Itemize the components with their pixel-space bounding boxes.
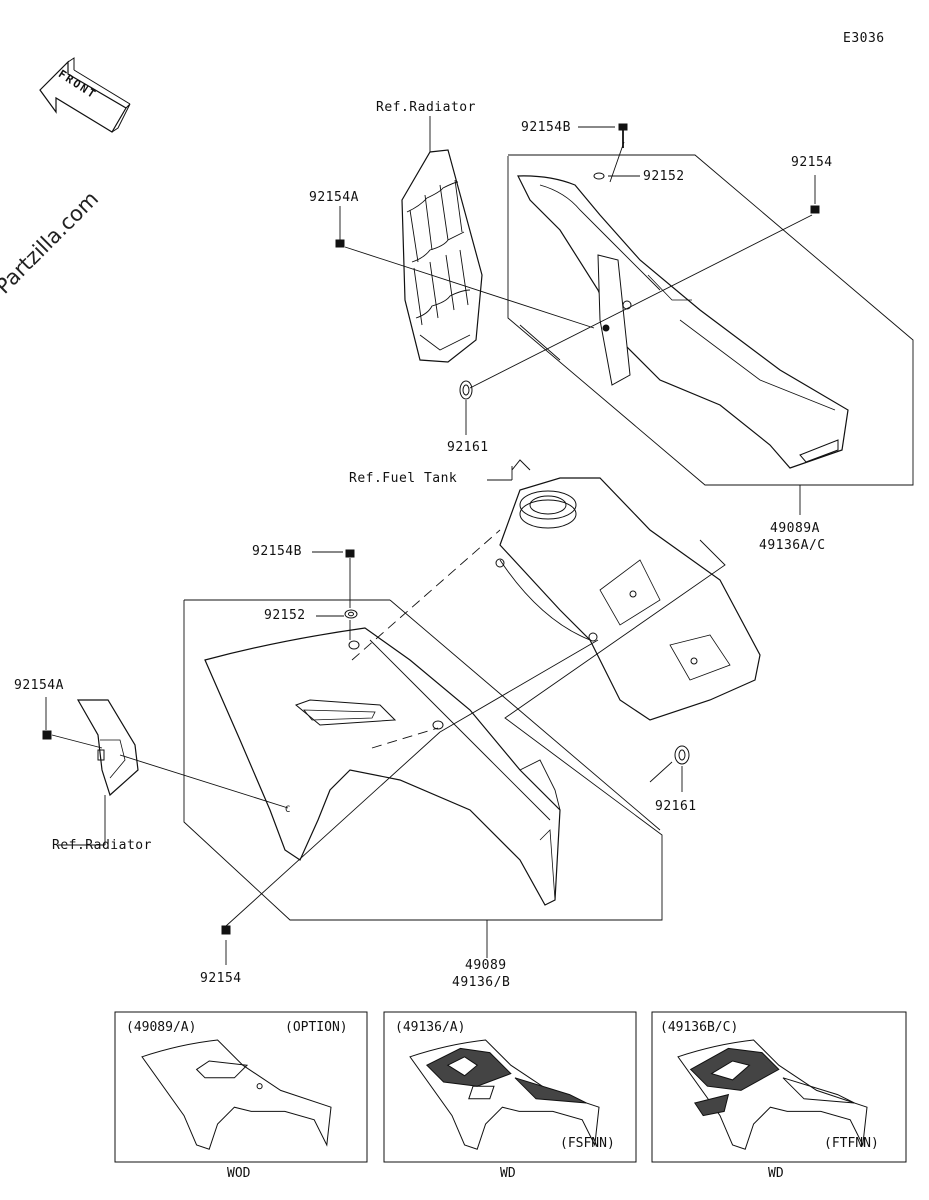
part-92154B-top: 92154B (521, 120, 571, 135)
variant-shroud-3 (677, 1039, 868, 1150)
variant-3-suffix: (FTFNN) (824, 1136, 879, 1151)
part-49136B: 49136/B (452, 975, 511, 990)
part-92152-top: 92152 (643, 169, 685, 184)
lower-shroud: C (204, 627, 561, 906)
part-92154-bottom: 92154 (200, 971, 242, 986)
part-92161-top: 92161 (447, 440, 489, 455)
part-92154-top: 92154 (791, 155, 833, 170)
variant-2-code: (49136/A) (395, 1020, 466, 1035)
variant-1-caption: WOD (227, 1166, 251, 1181)
fuel-tank (495, 459, 761, 721)
upper-radiator-grille (401, 149, 483, 363)
variant-1-code: (49089/A) (126, 1020, 197, 1035)
variant-2-suffix: (FSFNN) (560, 1136, 615, 1151)
part-92152-mid: 92152 (264, 608, 306, 623)
ref-radiator-top: Ref.Radiator (376, 100, 476, 115)
lower-radiator-guard (76, 699, 139, 797)
part-92154B-mid: 92154B (252, 544, 302, 559)
variant-shroud-2 (409, 1039, 600, 1150)
ref-radiator-bottom: Ref.Radiator (52, 838, 152, 853)
hardware-lower (42, 549, 690, 935)
front-arrow-icon (39, 57, 131, 133)
ref-fuel-tank: Ref.Fuel Tank (349, 471, 458, 486)
variant-shroud-1 (141, 1039, 332, 1150)
part-49089A: 49089A (770, 521, 820, 536)
upper-shroud (517, 175, 849, 469)
part-49089: 49089 (465, 958, 507, 973)
upper-leader-lines (339, 116, 914, 515)
variant-2-caption: WD (500, 1166, 516, 1181)
variant-3-caption: WD (768, 1166, 784, 1181)
svg-text:C: C (285, 805, 290, 815)
part-49136AC: 49136A/C (759, 538, 826, 553)
variant-1-note: (OPTION) (285, 1020, 348, 1035)
lower-leader-lines (45, 466, 726, 965)
part-92161-right: 92161 (655, 799, 697, 814)
variant-3-code: (49136B/C) (660, 1020, 739, 1035)
part-92154A-top: 92154A (309, 190, 359, 205)
diagram-code: E3036 (843, 31, 885, 46)
variant-boxes (114, 1011, 907, 1163)
part-92154A-left: 92154A (14, 678, 64, 693)
